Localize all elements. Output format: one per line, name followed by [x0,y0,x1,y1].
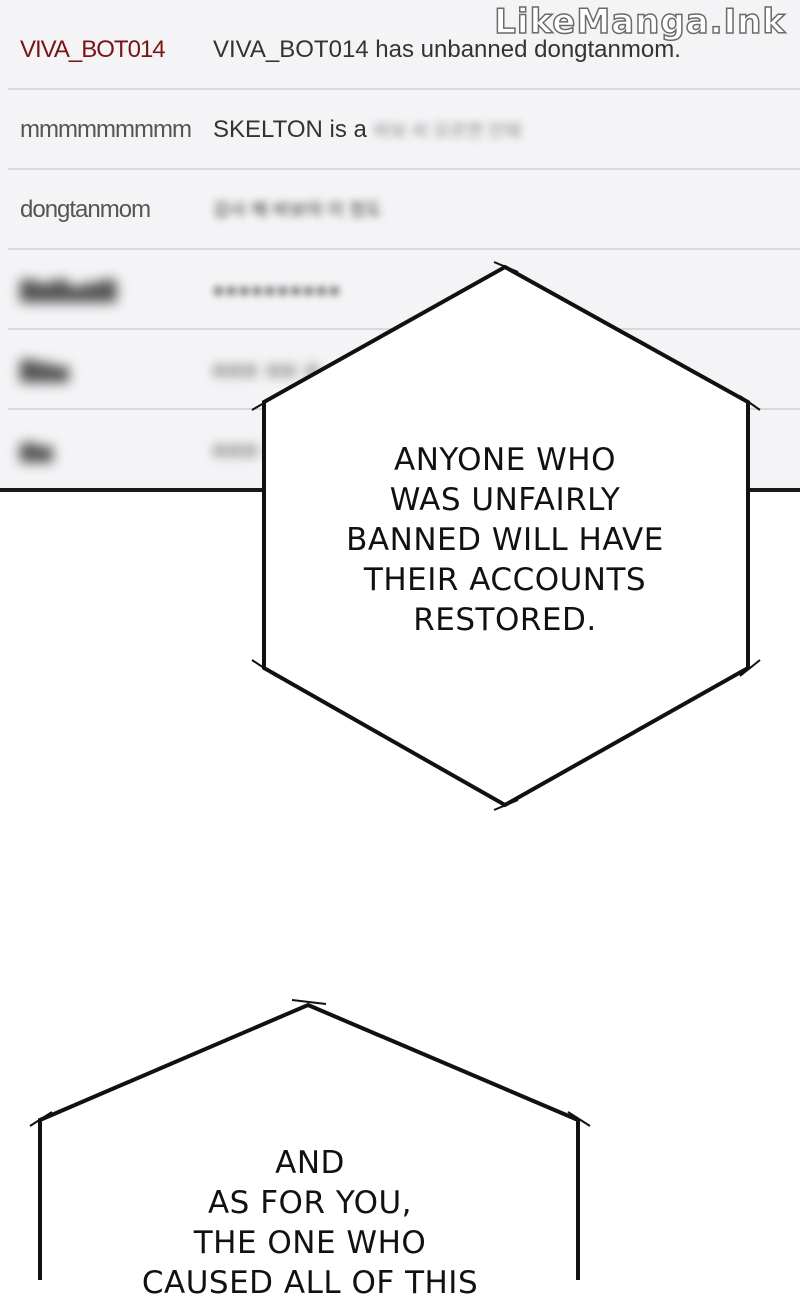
watermark-logo: LikeManga.Ink [494,1,786,43]
blurred-message-text: ●●●●●●●●●● [213,280,342,300]
blurred-message-text: ●●● ●● ● [213,357,321,382]
blurred-username: ▆▅ [20,437,53,462]
speech-bubble-2-text: AND AS FOR YOU, THE ONE WHO CAUSED ALL O… [90,1143,530,1303]
bubble-line: THE ONE WHO [193,1225,427,1261]
chat-row: dongtanmom 감사 해 바보야 이 정도 [8,170,800,250]
chat-row: mmmmmmmmm SKELTON is a 바보 씨 모르면 안돼 [8,90,800,170]
blurred-message-text: 감사 해 바보야 이 정도 [213,200,383,220]
chat-message: VIVA_BOT014 has unbanned dongtanmom. [213,36,681,63]
chat-username[interactable]: dongtanmom [20,196,151,223]
chat-message-text: SKELTON is a [213,116,367,143]
chat-message: SKELTON is a 바보 씨 모르면 안돼 [213,90,521,170]
blurred-username: ▇▆▇▅▆▇ [20,277,117,302]
chat-username[interactable]: VIVA_BOT014 [20,36,166,63]
blurred-message-text: 바보 씨 모르면 안돼 [373,121,521,141]
bubble-line: BANNED WILL HAVE [346,522,664,558]
speech-bubble-1 [251,261,761,811]
bubble-line: ANYONE WHO [393,442,617,478]
bubble-line: AS FOR YOU, [207,1185,413,1221]
bubble-line: THEIR ACCOUNTS [363,562,647,598]
bubble-line: AND [275,1145,345,1181]
bubble-line: CAUSED ALL OF THIS [141,1265,479,1301]
bubble-line: WAS UNFAIRLY [389,482,621,518]
bubble-line: RESTORED. [413,602,597,638]
speech-bubble-1-text: ANYONE WHO WAS UNFAIRLY BANNED WILL HAVE… [300,440,710,640]
speech-bubble-2 [29,999,591,1280]
chat-username[interactable]: mmmmmmmmm [20,116,192,143]
chat-row: VIVA_BOT014 VIVA_BOT014 has unbanned don… [8,10,800,90]
blurred-username: ▇▆▅ [20,357,69,382]
